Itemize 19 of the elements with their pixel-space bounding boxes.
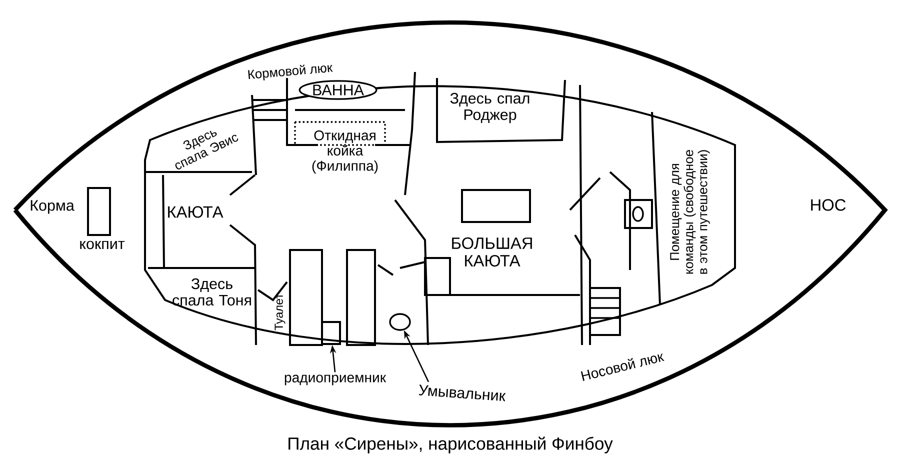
room-label: КАЮТА	[168, 206, 224, 218]
hatch-label: Кормовой люк	[248, 64, 333, 80]
room-label: Здесь спал Роджер	[450, 92, 530, 124]
area-label: кокпит	[80, 240, 125, 250]
hatch-label: Носовой люк	[580, 354, 664, 381]
room-label: Здесь спала Тоня	[172, 278, 251, 306]
part-label: радиоприемник	[284, 374, 386, 386]
caption: План «Сирены», нарисованный Финбоу	[288, 436, 613, 454]
part-label: Умывальник	[418, 384, 506, 402]
room-label: БОЛЬШАЯ КАЮТА	[452, 237, 532, 267]
area-label: Корма	[30, 200, 74, 214]
bath-oval: ВАННА	[298, 80, 378, 100]
room-label: Здесь спала Эвис	[175, 130, 238, 170]
radio-box	[321, 320, 341, 345]
room-label: Туалет	[274, 294, 286, 330]
bunk-label: Откидная койка (Филиппа)	[312, 130, 378, 174]
washbasin-circle	[389, 313, 411, 331]
area-label: НОС	[811, 199, 846, 211]
room-label: Помещение для команды (свободное в этом путешествии)	[670, 150, 710, 274]
